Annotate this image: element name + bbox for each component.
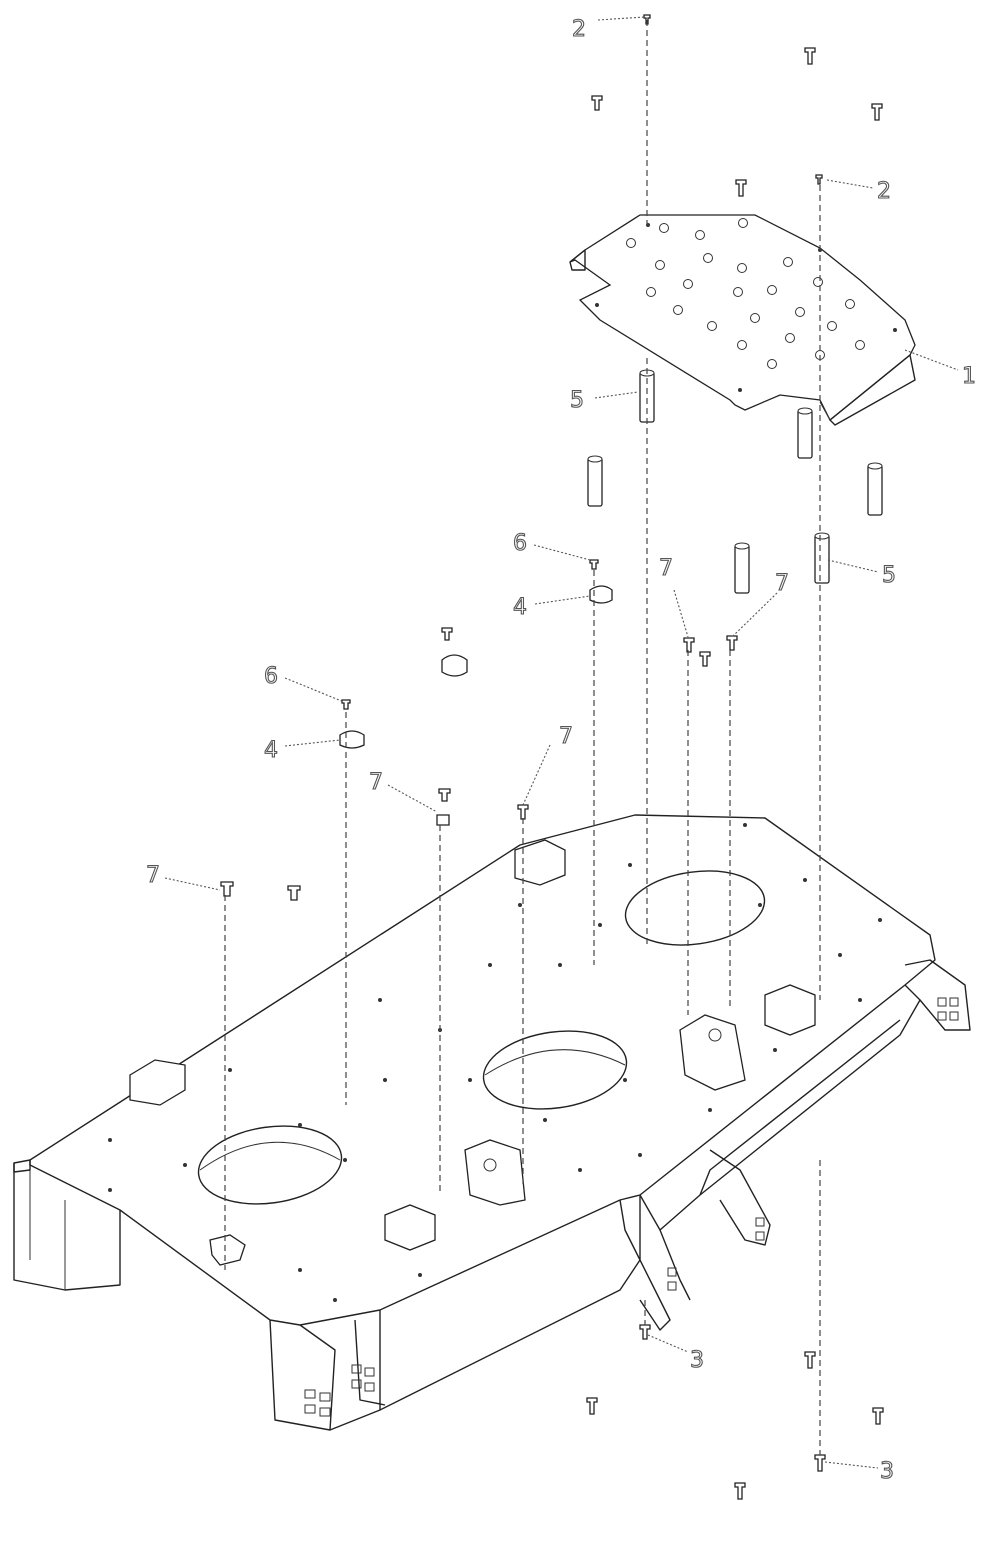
callout-leaders [164, 16, 959, 1469]
callout-2-top: 2 [572, 17, 586, 42]
callout-7-right: 7 [775, 571, 789, 596]
callout-6-lower: 6 [264, 664, 278, 689]
callout-7-center: 7 [659, 556, 673, 581]
hardware [220, 14, 884, 1500]
callout-5-left: 5 [570, 388, 584, 413]
callout-5-right: 5 [882, 563, 896, 588]
cover-plate [569, 214, 916, 426]
callout-3-lower: 3 [690, 1348, 704, 1373]
callout-4-lower: 4 [264, 738, 278, 763]
callout-6-upper: 6 [513, 531, 527, 556]
spacers [587, 369, 883, 594]
callout-7-mid: 7 [369, 770, 383, 795]
assembly-lines [224, 20, 821, 1455]
callout-4-upper: 4 [513, 595, 527, 620]
mower-deck [13, 814, 971, 1431]
callout-labels: 2 2 1 5 5 6 4 7 7 6 4 7 7 7 3 3 [145, 16, 976, 1484]
callout-1: 1 [962, 364, 976, 389]
callout-2-right: 2 [877, 179, 891, 204]
callout-3-bottom: 3 [880, 1459, 894, 1484]
callout-7-left: 7 [146, 863, 160, 888]
callout-7-midright: 7 [559, 724, 573, 749]
